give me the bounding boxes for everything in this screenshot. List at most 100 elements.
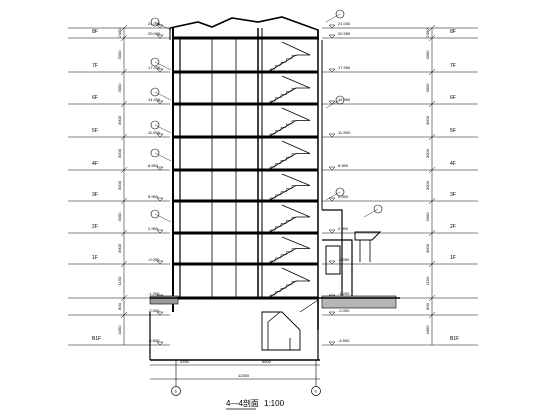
dimension-value: 3000 xyxy=(117,212,122,222)
stair-flight xyxy=(267,120,310,138)
axis-label-right: 6 xyxy=(315,389,318,394)
bottom-dimensions: 4350 6600 12300 6 6 xyxy=(150,359,321,396)
dimension-value: 3000 xyxy=(425,180,430,190)
floor-slab xyxy=(173,262,318,266)
section-title: 4—4剖面 xyxy=(226,398,259,408)
level-floor-label: 3F xyxy=(450,192,456,198)
floor-slab xyxy=(173,135,318,139)
level-elevation-label: 5.950 xyxy=(338,194,349,199)
stair-flight xyxy=(281,107,311,121)
dimension-value: 3000 xyxy=(425,243,430,253)
stair-flight xyxy=(281,267,311,282)
callout-bubble xyxy=(335,95,345,105)
level-floor-label: 5F xyxy=(92,128,98,134)
left-dimension-chain: 2400300030003000300030003000300011508004… xyxy=(117,24,128,345)
callout-bubble xyxy=(373,204,383,214)
level-elevation-label: 21.000 xyxy=(338,21,351,26)
level-floor-label: 8F xyxy=(450,29,456,35)
level-floor-label: 4F xyxy=(450,161,456,167)
dimension-value: 2400 xyxy=(117,28,122,38)
level-elevation-label: 11.950 xyxy=(338,130,351,135)
drawing-title-block: 4—4剖面 1:100 xyxy=(226,398,285,410)
stair-flight xyxy=(267,280,310,299)
level-elevation-label: 20.950 xyxy=(338,31,351,36)
section-scale: 1:100 xyxy=(264,399,285,408)
level-elevation-label: 8.950 xyxy=(148,163,159,168)
level-floor-label: 1F xyxy=(450,255,456,261)
floor-slab xyxy=(173,199,318,203)
level-elevation-label: -2.000 xyxy=(148,308,160,313)
stair-flight xyxy=(267,185,310,202)
level-elevation-label: -0.050 xyxy=(338,257,350,262)
floor-slab xyxy=(173,231,318,235)
floor-slab xyxy=(173,36,318,40)
stair-flight xyxy=(267,54,310,73)
stair-flight xyxy=(267,153,310,171)
level-elevation-label: 5.950 xyxy=(148,194,159,199)
callout-bubble xyxy=(150,209,160,219)
level-elevation-label: 21.000 xyxy=(148,21,161,26)
stair-flight xyxy=(281,140,311,154)
dimension-value: 3000 xyxy=(117,50,122,60)
dimension-value: 3000 xyxy=(117,83,122,93)
level-floor-label: 6F xyxy=(450,95,456,101)
total-width-dim: 12300 xyxy=(238,373,250,378)
level-elevation-label: 2.950 xyxy=(338,226,349,231)
dimension-value: 3000 xyxy=(425,50,430,60)
callout-bubble xyxy=(150,120,160,130)
axis-bubble-right xyxy=(311,386,321,396)
stair-flights xyxy=(267,41,311,299)
level-elevation-label: -1.200 xyxy=(338,291,350,296)
level-elevation-label: -1.200 xyxy=(148,291,160,296)
level-elevation-label: 14.950 xyxy=(148,97,161,102)
callout-bubble xyxy=(335,9,345,19)
level-elevation-label: -4.500 xyxy=(148,338,160,343)
dimension-value: 3000 xyxy=(425,83,430,93)
level-elevation-label: 11.950 xyxy=(148,130,161,135)
level-elevation-label: 17.950 xyxy=(148,65,161,70)
level-elevation-label: -0.050 xyxy=(148,257,160,262)
level-elevation-label: -4.500 xyxy=(338,338,350,343)
dimension-value: 3000 xyxy=(425,148,430,158)
stair-flight xyxy=(267,216,310,234)
level-elevation-label: -2.000 xyxy=(338,308,350,313)
dimension-value: 1150 xyxy=(117,276,122,285)
level-floor-label: 7F xyxy=(450,63,456,69)
level-elevation-label: 14.950 xyxy=(338,97,351,102)
stair-flight xyxy=(281,75,311,89)
level-floor-label: 3F xyxy=(92,192,98,198)
dimension-value: 3000 xyxy=(117,243,122,253)
level-floor-label: 8F xyxy=(92,29,98,35)
detail-callouts xyxy=(150,9,383,223)
callout-bubble xyxy=(150,17,160,27)
dimension-value: 800 xyxy=(117,302,122,309)
stair-flight xyxy=(281,41,311,56)
axis-bubble-left xyxy=(171,386,181,396)
dimension-value: 3000 xyxy=(425,212,430,222)
stair-flight xyxy=(281,236,311,249)
floor-slab xyxy=(173,168,318,172)
level-elevation-label: 2.950 xyxy=(148,226,159,231)
dimension-value: 3000 xyxy=(117,180,122,190)
level-floor-label: B1F xyxy=(92,336,101,342)
right-dimension-chain: 2400300030003000300030003000300011508004… xyxy=(425,24,436,345)
dimension-value: 4450 xyxy=(425,325,430,335)
level-floor-label: B1F xyxy=(450,336,459,342)
floor-slabs xyxy=(173,36,318,300)
stair-flight xyxy=(281,204,311,218)
level-elevation-label: 8.950 xyxy=(338,163,349,168)
level-floor-label: 5F xyxy=(450,128,456,134)
callout-bubble xyxy=(335,187,345,197)
level-floor-label: 2F xyxy=(450,224,456,230)
right-level-marks: 21.0008F20.9507F17.9506F14.9505F11.9504F… xyxy=(322,21,478,346)
callout-bubble xyxy=(150,148,160,158)
callout-bubble xyxy=(150,57,160,67)
level-floor-label: 7F xyxy=(92,63,98,69)
level-floor-label: 4F xyxy=(92,161,98,167)
ground-dim-left: 4350 xyxy=(180,359,190,364)
building-section xyxy=(149,16,400,361)
floor-slab xyxy=(173,70,318,74)
dimension-value: 4450 xyxy=(117,325,122,335)
dimension-value: 3000 xyxy=(117,148,122,158)
